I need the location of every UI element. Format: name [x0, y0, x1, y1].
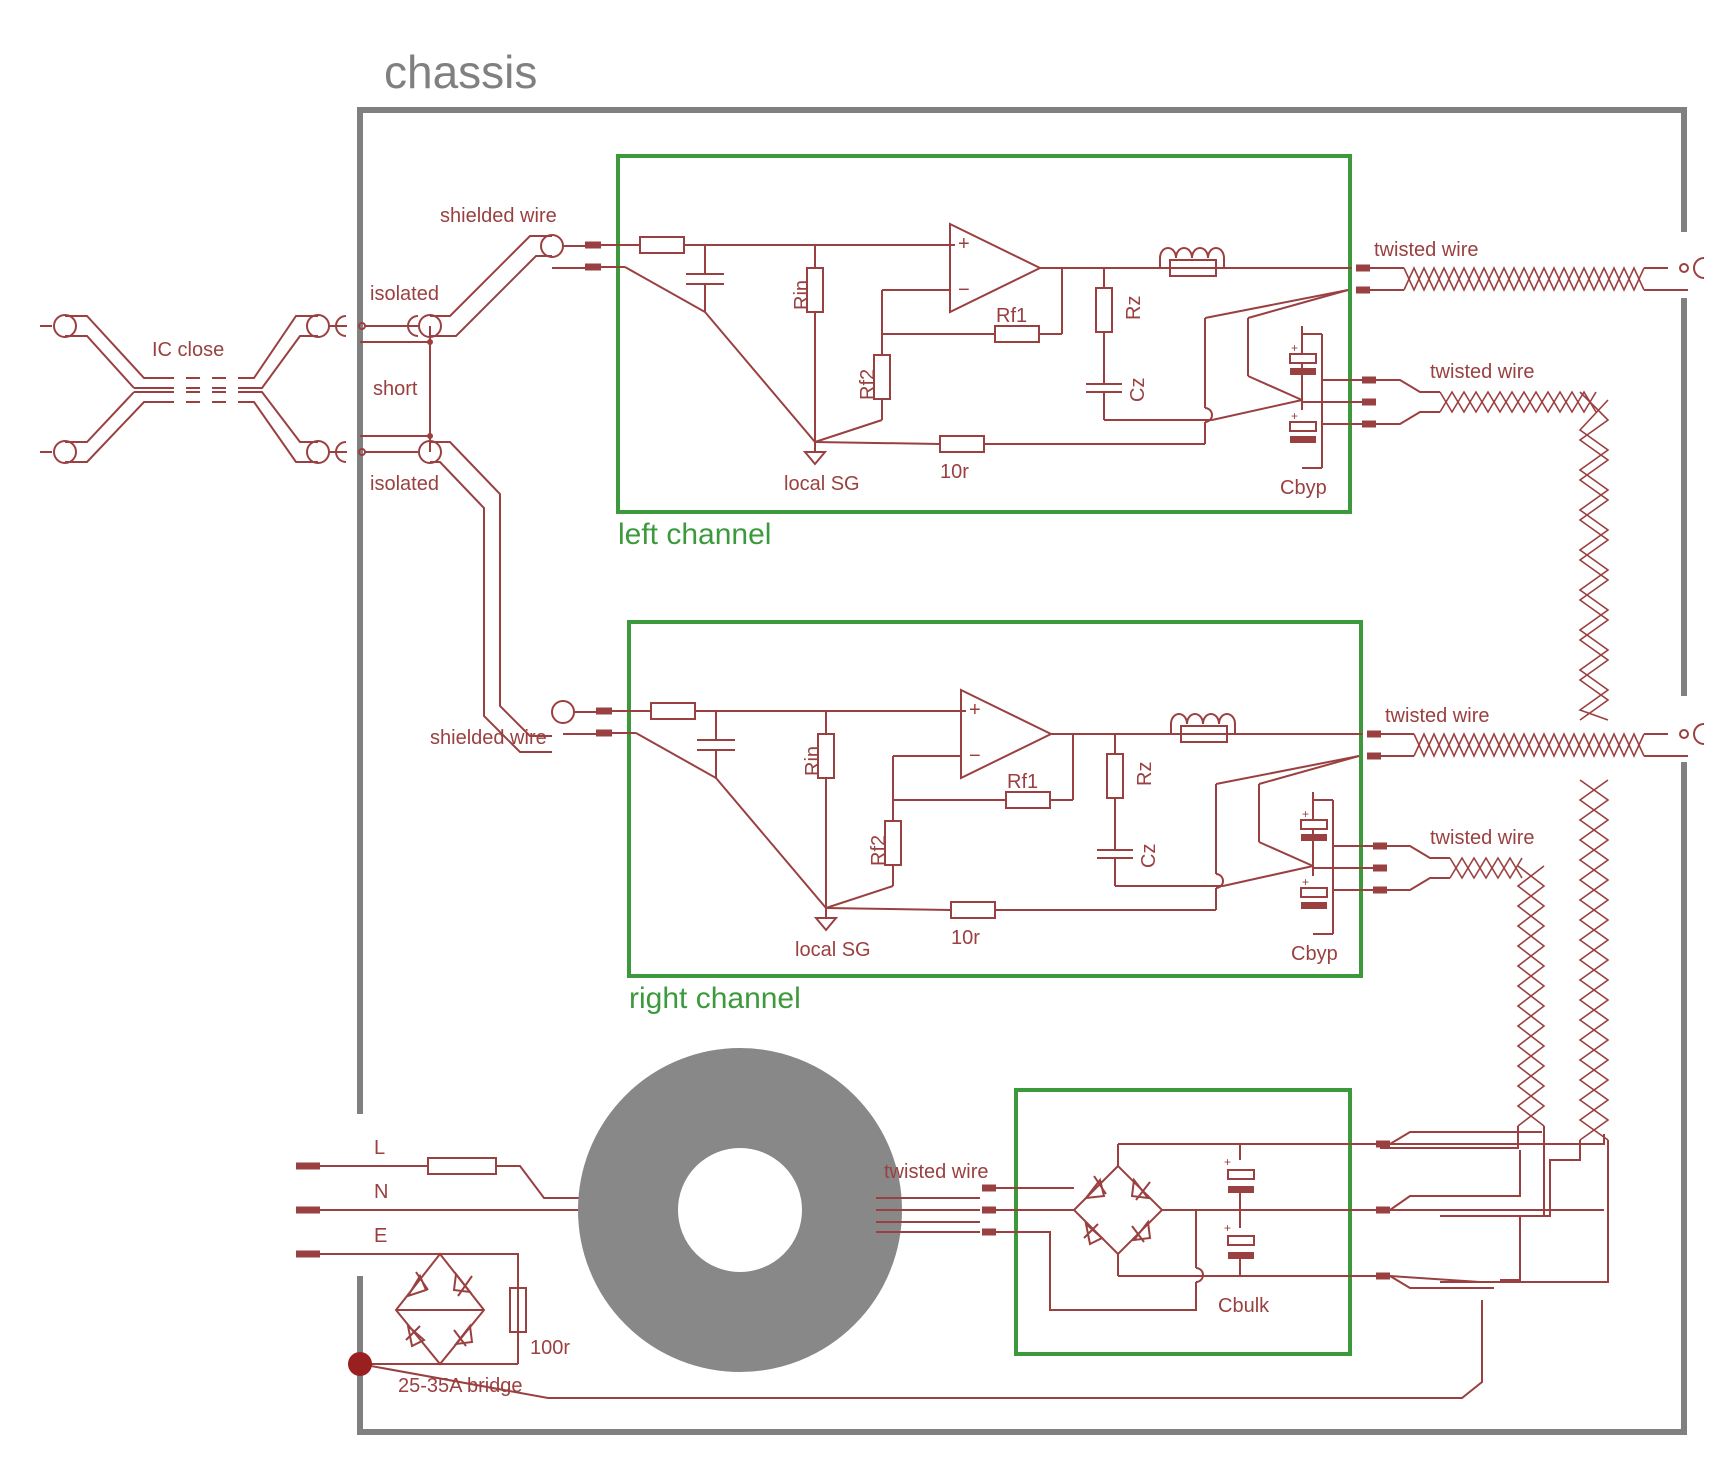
- svg-text:Rf1: Rf1: [996, 305, 1027, 327]
- right-shielded-wire: [430, 441, 596, 753]
- svg-text:Cbyp: Cbyp: [1280, 477, 1327, 499]
- svg-text:−: −: [969, 745, 981, 767]
- svg-text:+: +: [1224, 1155, 1231, 1169]
- twisted-wire-label-4: twisted wire: [1430, 827, 1534, 849]
- twisted-wire-label-3: twisted wire: [1385, 705, 1489, 727]
- right-channel-title: right channel: [629, 982, 801, 1015]
- svg-text:+: +: [1291, 409, 1298, 423]
- r100-label: 100r: [530, 1337, 570, 1359]
- left-output-twisted: [1370, 257, 1705, 292]
- svg-text:Cz: Cz: [1138, 844, 1160, 868]
- loop-breaker-bridge: [348, 1252, 527, 1376]
- right-channel-circuit: [596, 690, 1387, 934]
- shielded-wire-label-bottom: shielded wire: [430, 727, 547, 749]
- twisted-wire-label-1: twisted wire: [1374, 239, 1478, 261]
- left-shielded-wire: [430, 234, 585, 337]
- svg-text:local SG: local SG: [784, 473, 860, 495]
- bridge-label: 25-35A bridge: [398, 1375, 523, 1397]
- mains-e-label: E: [374, 1225, 387, 1247]
- svg-text:+: +: [969, 699, 981, 721]
- svg-text:−: −: [958, 279, 970, 301]
- svg-text:Rf1: Rf1: [1007, 771, 1038, 793]
- svg-text:Rz: Rz: [1123, 296, 1145, 320]
- svg-text:+: +: [1302, 807, 1309, 821]
- input-jacks: [358, 314, 442, 464]
- svg-text:+: +: [1224, 1221, 1231, 1235]
- mains-n-label: N: [374, 1181, 388, 1203]
- ic-close-cable: [40, 314, 347, 464]
- svg-text:+: +: [958, 233, 970, 255]
- svg-text:Rin: Rin: [802, 746, 824, 776]
- right-output-twisted: [1381, 723, 1705, 758]
- svg-text:Rf2: Rf2: [868, 835, 890, 866]
- left-channel-circuit: [585, 224, 1376, 468]
- svg-text:10r: 10r: [940, 461, 969, 483]
- svg-text:10r: 10r: [951, 927, 980, 949]
- svg-text:Cz: Cz: [1127, 378, 1149, 402]
- right-channel-box: [627, 620, 1363, 978]
- toroidal-transformer: [578, 1048, 980, 1372]
- isolated-label-top: isolated: [370, 283, 439, 305]
- mains-l-label: L: [374, 1137, 385, 1159]
- twisted-wire-label-2: twisted wire: [1430, 361, 1534, 383]
- left-supply-twisted: [1376, 379, 1610, 1283]
- psu-box: [1014, 1088, 1352, 1356]
- shielded-wire-label-top: shielded wire: [440, 205, 557, 227]
- cbulk-label: Cbulk: [1218, 1295, 1270, 1317]
- svg-text:Rz: Rz: [1134, 762, 1156, 786]
- twisted-wire-label-5: twisted wire: [884, 1161, 988, 1183]
- svg-text:Rin: Rin: [791, 280, 813, 310]
- left-channel-labels: Rin Rf1 Rf2 Rz Cz + − + + local SG 10r C…: [784, 233, 1327, 499]
- svg-text:Cbyp: Cbyp: [1291, 943, 1338, 965]
- right-supply-twisted: [1380, 845, 1546, 1281]
- left-channel-box: [616, 154, 1352, 514]
- mains-input: [296, 1157, 1483, 1399]
- chassis-title: chassis: [384, 46, 537, 98]
- left-channel-title: left channel: [618, 518, 771, 551]
- psu-circuit: + +: [982, 1131, 1605, 1311]
- isolated-label-bottom: isolated: [370, 473, 439, 495]
- svg-text:+: +: [1291, 341, 1298, 355]
- right-channel-labels: Rin Rf1 Rf2 Rz Cz + − + + local SG 10r C…: [795, 699, 1338, 965]
- svg-text:Rf2: Rf2: [857, 369, 879, 400]
- ic-close-label: IC close: [152, 339, 224, 361]
- svg-text:local SG: local SG: [795, 939, 871, 961]
- short-label: short: [373, 378, 418, 400]
- svg-text:+: +: [1302, 875, 1309, 889]
